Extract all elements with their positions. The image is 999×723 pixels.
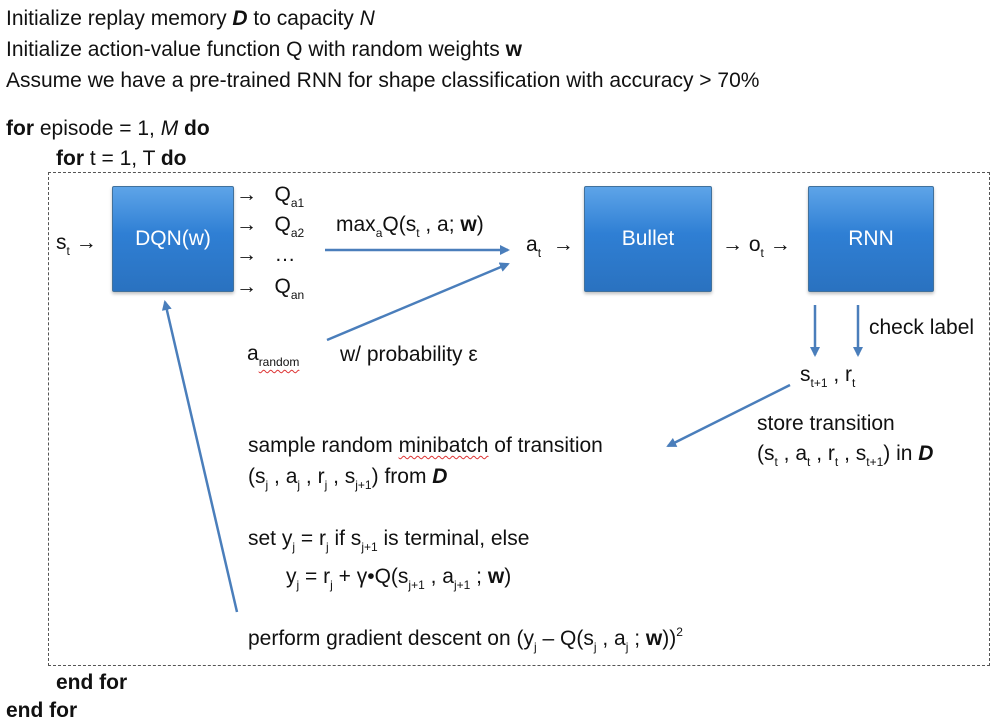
random-action-label: arandom	[247, 342, 300, 369]
action-label: at →	[526, 233, 574, 260]
bullet-node: Bullet	[584, 186, 712, 292]
dqn-node: DQN(w)	[112, 186, 234, 292]
rnn-output-label: st+1 , rt	[800, 363, 856, 390]
q-output-dots: → …	[236, 243, 296, 266]
probability-label: w/ probability ε	[340, 343, 478, 366]
observation-label: → ot →	[722, 233, 791, 260]
check-label: check label	[869, 316, 975, 339]
q-output-1: → Qa1	[236, 183, 305, 210]
sample-minibatch-label: sample random minibatch of transition	[248, 434, 603, 457]
for-t-line: for t = 1, T do	[56, 147, 187, 170]
end-for-outer: end for	[6, 699, 78, 722]
store-arrow	[666, 383, 791, 448]
for-episode-line: for episode = 1, M do	[6, 117, 210, 140]
rnn-node: RNN	[808, 186, 934, 292]
header-line-3: Assume we have a pre-trained RNN for sha…	[6, 69, 760, 92]
end-for-inner: end for	[56, 671, 128, 694]
target-terminal-line: set yj = rj if sj+1 is terminal, else	[248, 527, 530, 554]
state-input-label: st →	[56, 231, 97, 258]
q-output-n: → Qan	[236, 275, 305, 302]
random-arrow	[326, 262, 510, 342]
sample-minibatch-tuple: (sj , aj , rj , sj+1) from D	[248, 465, 448, 492]
store-transition-label: store transition	[757, 412, 895, 435]
header-line-2: Initialize action-value function Q with …	[6, 38, 522, 61]
header-line-1: Initialize replay memory D to capacity N	[6, 7, 375, 30]
gradient-descent-line: perform gradient descent on (yj – Q(sj ,…	[248, 625, 683, 654]
target-nonterminal-line: yj = rj + γ•Q(sj+1 , aj+1 ; w)	[286, 565, 512, 592]
store-transition-tuple: (st , at , rt , st+1) in D	[757, 442, 934, 469]
q-output-2: → Qa2	[236, 213, 305, 240]
maxq-label: maxaQ(st , a; w)	[336, 213, 484, 240]
gradient-arrow	[161, 300, 239, 613]
loop-body-frame	[48, 172, 990, 666]
